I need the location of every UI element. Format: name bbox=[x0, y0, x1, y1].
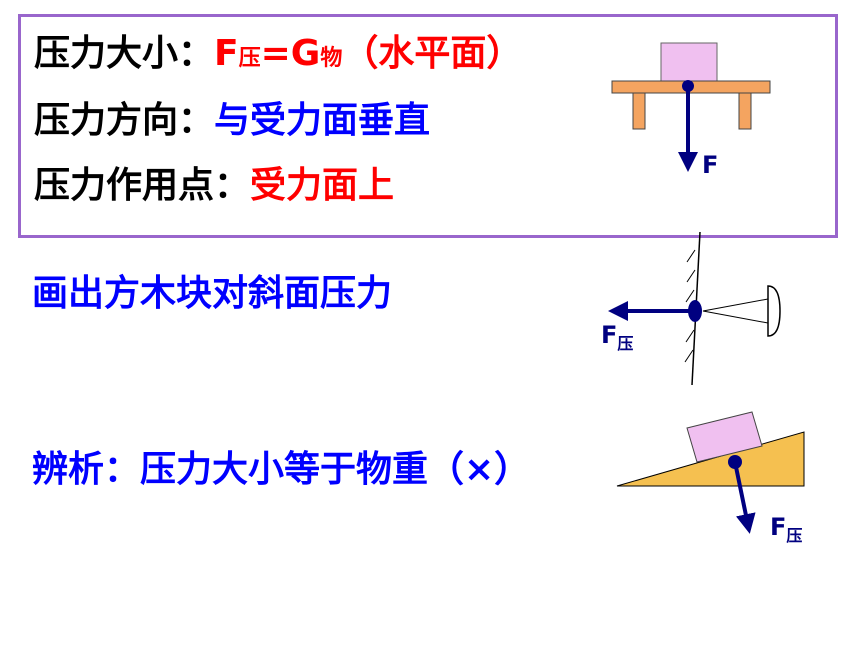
slope-block bbox=[686, 411, 763, 463]
formula-g-subscript: 物 bbox=[320, 46, 343, 71]
pressure-direction-line: 压力方向：与受力面垂直 bbox=[34, 99, 430, 143]
slope-force-arrow bbox=[733, 461, 756, 534]
judge-heading: 辨析：压力大小等于物重（×） bbox=[32, 449, 531, 490]
task-heading: 画出方木块对斜面压力 bbox=[32, 273, 393, 314]
slope-diagram: F压 bbox=[616, 411, 805, 545]
point-label: 压力作用点： bbox=[34, 165, 251, 206]
formula-f-subscript: 压 bbox=[238, 46, 261, 71]
magnitude-note: （水平面） bbox=[342, 33, 523, 74]
slope-force-label: F压 bbox=[770, 513, 802, 545]
formula-f: F bbox=[214, 33, 239, 74]
wall-diagram: F压 bbox=[601, 231, 781, 386]
summary-box bbox=[18, 14, 838, 238]
thumbtack-pin bbox=[702, 298, 769, 324]
table-force-label: F bbox=[702, 151, 718, 179]
wall-force-label: F压 bbox=[601, 321, 633, 353]
table-diagram: F bbox=[611, 42, 771, 179]
direction-label: 压力方向： bbox=[34, 100, 215, 141]
direction-value: 与受力面垂直 bbox=[214, 100, 431, 141]
pressure-magnitude-line: 压力大小：F压=G物（水平面） bbox=[34, 32, 522, 81]
pressure-point-line: 压力作用点：受力面上 bbox=[34, 164, 394, 208]
point-value: 受力面上 bbox=[250, 165, 395, 206]
table-leg-left bbox=[632, 92, 646, 130]
thumbtack-head bbox=[767, 285, 781, 337]
table-leg-right bbox=[738, 92, 752, 130]
magnitude-label: 压力大小： bbox=[34, 33, 215, 74]
formula-equals-g: =G bbox=[260, 33, 321, 74]
table-block bbox=[660, 42, 718, 82]
